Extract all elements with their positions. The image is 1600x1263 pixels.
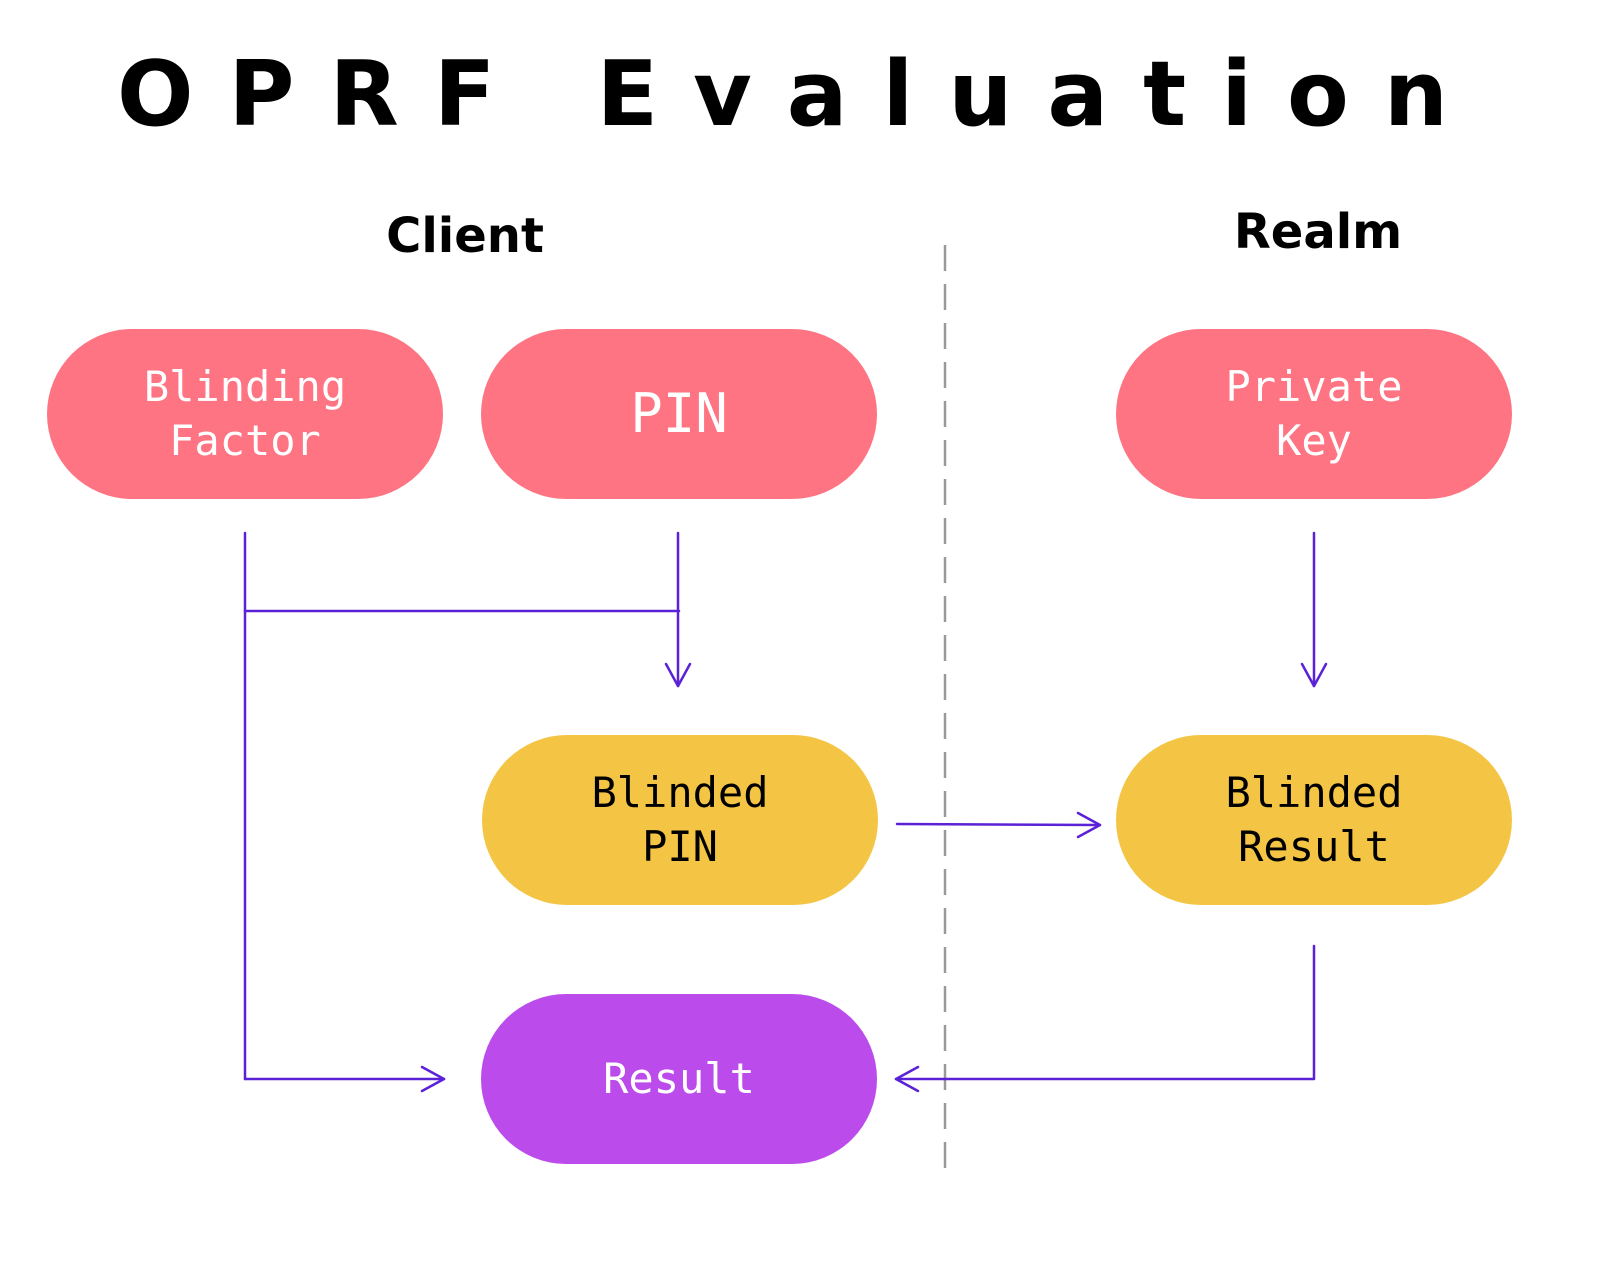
private-key-node: Private Key <box>1116 329 1512 499</box>
blinded-result-to-result-line <box>894 944 1316 1081</box>
diagram-title: OPRF Evaluation <box>117 42 1483 147</box>
pin-label: PIN <box>630 382 728 445</box>
private-key-label: Private Key <box>1225 362 1403 465</box>
blinding-factor-node: Blinding Factor <box>47 329 443 499</box>
blinded-result-arrowhead <box>1300 662 1328 688</box>
blinded-result-node: Blinded Result <box>1116 735 1512 905</box>
realm-column-label: Realm <box>1233 204 1403 260</box>
blinding-factor-label: Blinding Factor <box>143 362 347 465</box>
blinded-pin-arrowhead <box>664 662 692 688</box>
blinded-result-label: Blinded Result <box>1225 768 1403 871</box>
realm-arrowhead <box>1076 811 1102 839</box>
client-column-label: Client <box>386 208 544 264</box>
blinded-pin-label: Blinded PIN <box>591 768 769 871</box>
blinded-pin-node: Blinded PIN <box>482 735 878 905</box>
pin-node: PIN <box>481 329 877 499</box>
blinded-pin-to-realm-line <box>895 822 1102 827</box>
result-left-arrowhead <box>420 1065 446 1093</box>
result-right-arrowhead <box>894 1065 920 1093</box>
result-label: Result <box>603 1054 755 1103</box>
result-node: Result <box>481 994 877 1164</box>
